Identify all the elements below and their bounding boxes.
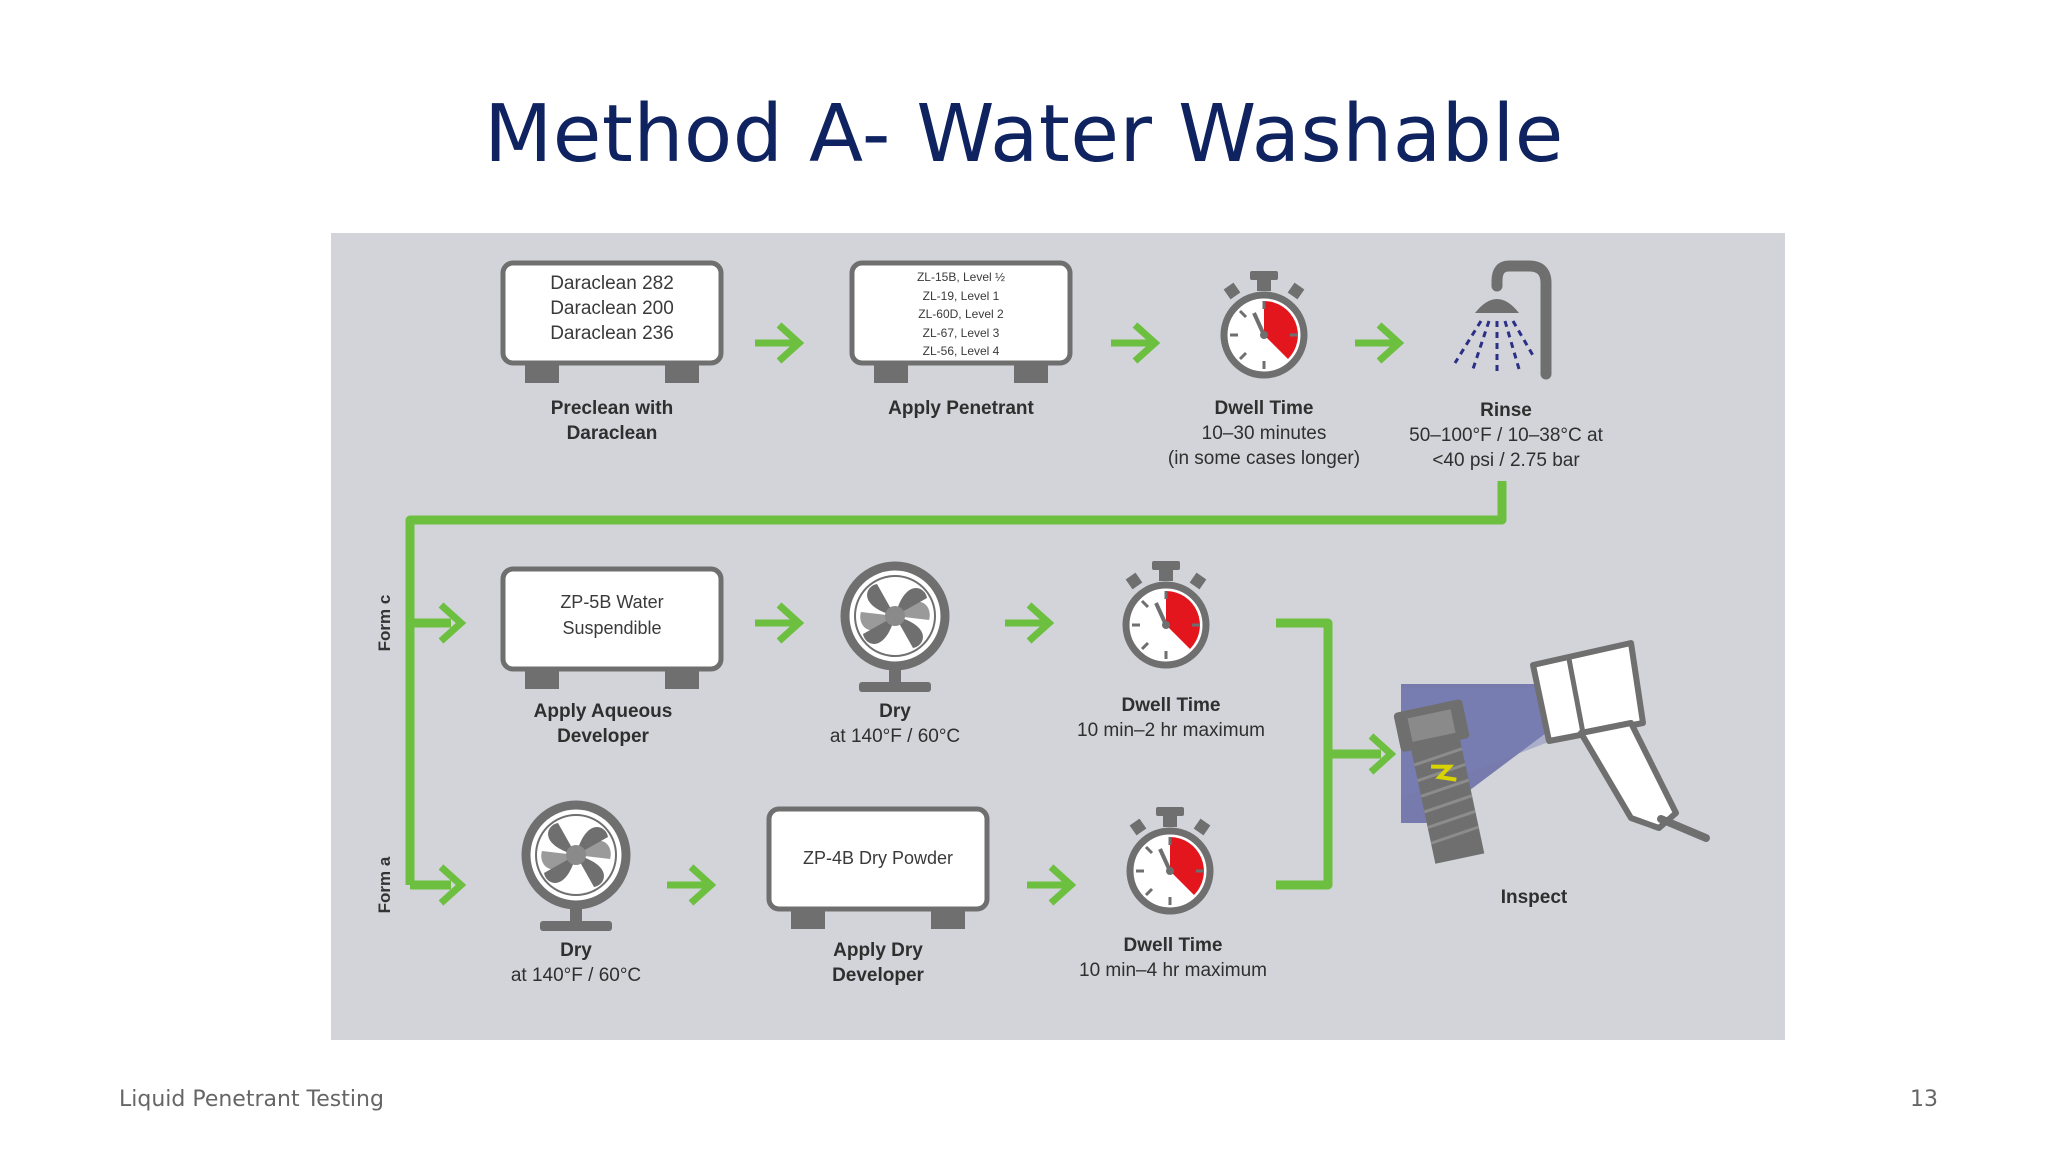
dry-label-form-a: Dry at 140°F / 60°C — [510, 940, 642, 986]
dwell-time-label-form-a: Dwell Time 10 min–4 hr maximum — [1079, 935, 1267, 981]
arrow-right-icon — [1355, 325, 1399, 361]
diagram-graphics — [405, 260, 1710, 1040]
dry-label-form-c: Dry at 140°F / 60°C — [829, 701, 961, 747]
fan-icon — [526, 805, 626, 931]
arrow-right-icon — [1111, 325, 1155, 361]
preclean-tank-text: Daraclean 282 Daraclean 200 Daraclean 23… — [550, 273, 674, 344]
dry-powder-tank-text: ZP-4B Dry Powder — [802, 848, 954, 868]
bolt-icon — [1393, 699, 1485, 864]
inspect-label: Inspect — [1500, 887, 1568, 908]
rinse-label: Rinse 50–100°F / 10–38°C at <40 psi / 2.… — [1409, 400, 1603, 471]
process-diagram: Daraclean 282 Daraclean 200 Daraclean 23… — [331, 233, 1785, 1040]
slide-title: Method A- Water Washable — [484, 88, 1564, 180]
stopwatch-icon — [1126, 561, 1207, 665]
aqueous-tank-text: ZP-5B Water Suspendible — [560, 592, 664, 638]
shower-head-icon — [1453, 260, 1552, 380]
stopwatch-icon — [1130, 807, 1211, 911]
arrow-right-icon — [755, 605, 799, 641]
arrow-right-icon — [1005, 605, 1049, 641]
aqueous-developer-label: Apply Aqueous Developer — [533, 701, 673, 747]
arrow-right-icon — [667, 867, 711, 903]
penetrant-label: Apply Penetrant — [888, 398, 1034, 419]
form-c-label: Form c — [375, 594, 394, 652]
dry-developer-label: Apply Dry Developer — [832, 940, 924, 986]
page-number: 13 — [1910, 1087, 1938, 1112]
stopwatch-icon — [1224, 271, 1305, 375]
dwell-time-label-row1: Dwell Time 10–30 minutes (in some cases … — [1167, 398, 1361, 469]
penetrant-tank-text: ZL-15B, Level ½ ZL-19, Level 1 ZL-60D, L… — [916, 270, 1006, 358]
arrow-right-icon — [755, 325, 799, 361]
arrow-right-icon — [1027, 867, 1071, 903]
preclean-label: Preclean with Daraclean — [550, 398, 674, 444]
form-a-label: Form a — [375, 856, 394, 914]
footer-title: Liquid Penetrant Testing — [119, 1087, 384, 1112]
dwell-time-label-form-c: Dwell Time 10 min–2 hr maximum — [1077, 695, 1265, 741]
fan-icon — [845, 566, 945, 692]
